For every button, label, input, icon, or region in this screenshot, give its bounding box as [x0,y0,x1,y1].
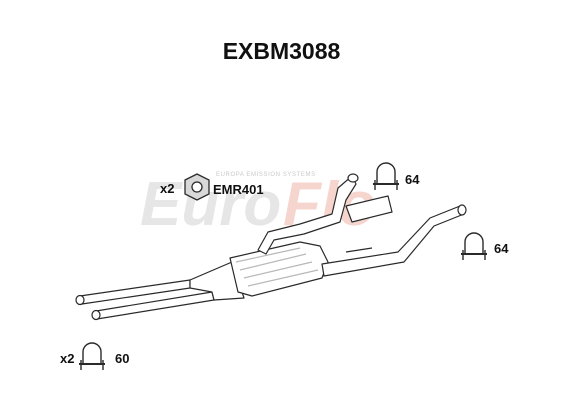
clamp-lower-size: 60 [115,351,130,366]
crossover-pipe-end [347,173,359,183]
watermark-tagline: EUROPA EMISSION SYSTEMS [216,172,316,178]
gasket-qty: x2 [160,181,175,196]
front-pipe-upper-end [75,294,85,306]
clamp-upper-size: 64 [405,172,420,187]
tail-pipe-end [457,204,467,216]
gasket-code: EMR401 [213,182,264,197]
clamp-lower-icon [79,342,105,370]
crossover-pipe [257,175,357,255]
silencer-shading [235,247,319,287]
clamp-lower-qty: x2 [60,351,75,366]
part-number-title: EXBM3088 [222,38,341,64]
clamp-upper-icon [373,162,399,190]
hex-gasket-icon [184,173,210,201]
clamp-right-icon [461,232,487,260]
front-pipe-lower-end [91,309,101,321]
clamp-right-size: 64 [494,241,509,256]
exhaust-system [75,173,467,321]
mounting-bracket [345,195,393,223]
watermark-euro: Euro [140,170,281,239]
hanger-rod [345,247,373,253]
